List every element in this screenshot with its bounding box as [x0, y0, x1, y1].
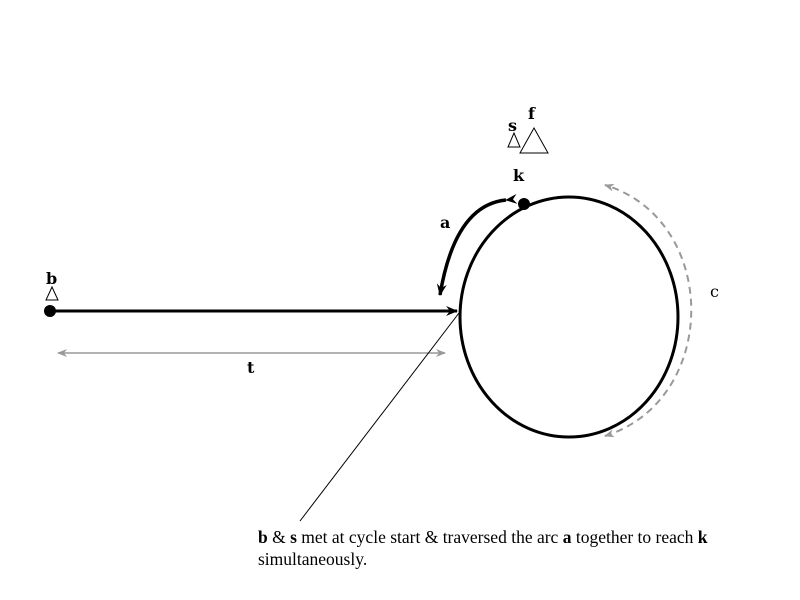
meeting-node-k — [518, 198, 530, 210]
arc-a-arrow — [436, 193, 518, 296]
pointer-s-triangle-icon — [507, 131, 521, 148]
label-t: t — [247, 358, 255, 377]
pointer-b-triangle-icon — [45, 285, 59, 301]
label-f: f — [528, 104, 536, 123]
caption-s: s — [290, 527, 297, 547]
cycle — [458, 195, 680, 439]
caption-text: met at cycle start & traversed the arc — [296, 527, 563, 547]
start-node-b — [44, 305, 56, 317]
annotation-caption: b & s met at cycle start & traversed the… — [258, 526, 738, 570]
caption-a: a — [562, 527, 572, 547]
caption-k: k — [697, 527, 708, 547]
pointer-f-triangle-icon — [519, 126, 549, 154]
label-c: c — [710, 282, 719, 301]
caption-text: together to reach — [571, 527, 698, 547]
label-s: s — [508, 116, 517, 135]
annotation-leader-line — [299, 312, 460, 522]
caption-text: & — [267, 527, 291, 547]
label-a: a — [440, 213, 450, 232]
label-k: k — [513, 166, 525, 185]
caption-text: simultaneously. — [258, 549, 368, 569]
arc-c-arrow — [604, 183, 693, 438]
caption-b: b — [258, 527, 268, 547]
label-b: b — [46, 269, 57, 288]
